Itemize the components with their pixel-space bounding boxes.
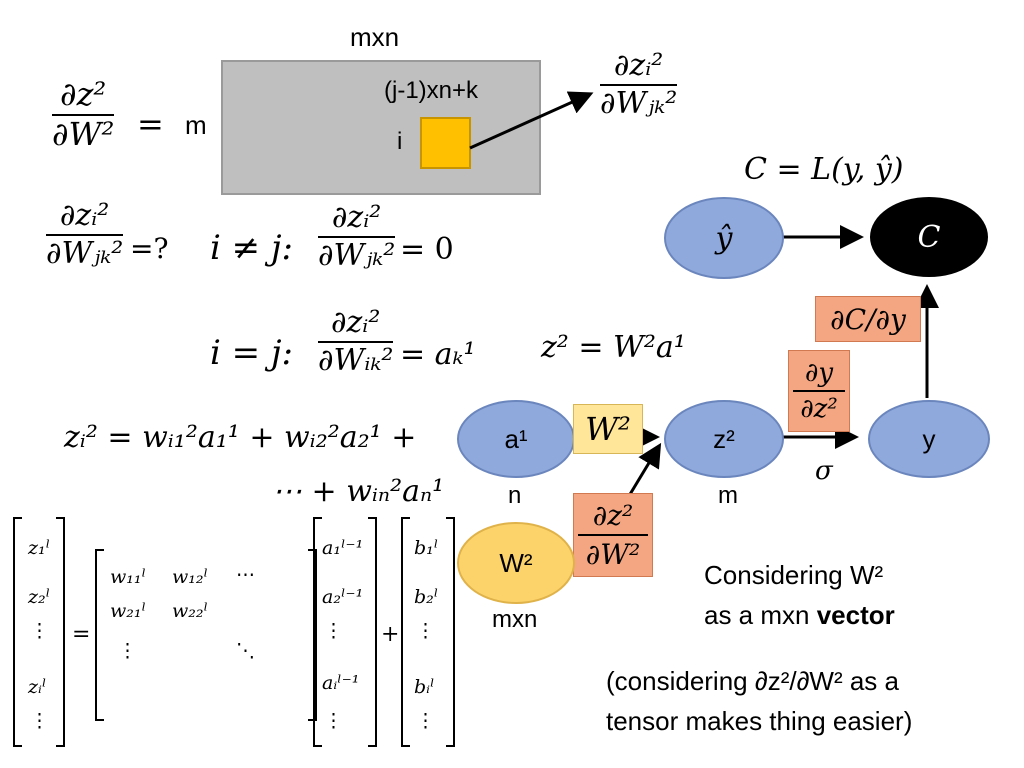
note-line3: (considering ∂z²/∂W² as a <box>606 666 899 696</box>
column-index-label: (j-1)xn+k <box>384 77 479 104</box>
fraction-bar <box>793 390 845 392</box>
mxn-dimension-label: mxn <box>492 606 538 633</box>
z-vector-entry-4: zᵢˡ <box>28 676 47 698</box>
fraction-bar <box>600 83 678 86</box>
a-vector-entry-3: ⋮ <box>324 620 343 642</box>
jacobian-matrix-box <box>221 60 541 195</box>
case-i-neq-j-label: i ≠ j: <box>210 228 293 268</box>
fraction-denominator: ∂Wⱼₖ² <box>318 237 396 273</box>
fraction-bar <box>52 113 115 116</box>
fraction-numerator: ∂zᵢ² <box>613 48 664 83</box>
fraction-denominator: ∂Wⱼₖ² <box>46 235 124 271</box>
n-dimension-label: n <box>508 482 522 509</box>
cost-definition: C = L(y, ŷ) <box>744 152 904 187</box>
matrix-cell-highlight <box>420 117 471 169</box>
dz-dW-fraction: ∂z² ∂W² <box>52 75 115 153</box>
matrix-equals-sign: = <box>72 622 91 647</box>
b-vector-entry-2: b₂ˡ <box>414 586 439 608</box>
fraction-denominator: ∂Wᵢₖ² <box>318 342 394 378</box>
z-vector-entry-3: ⋮ <box>30 620 49 642</box>
equals-sign: = <box>137 105 164 143</box>
sigma-label: σ <box>815 456 833 486</box>
cost-node: C <box>870 197 988 277</box>
a-vector-entry-5: ⋮ <box>324 710 343 732</box>
fraction-bar <box>578 534 648 536</box>
dC-dy-box: ∂C/∂y <box>815 296 921 342</box>
fraction-bar <box>46 233 124 236</box>
case-neq-fraction: ∂zᵢ² ∂Wⱼₖ² <box>318 200 396 273</box>
dy-dz-box: ∂y ∂z² <box>788 350 850 432</box>
case-neq-result: = 0 <box>400 232 454 267</box>
W2-weight-label: W² <box>585 410 631 448</box>
sum-expansion-line2: ⋯ + wᵢₙ²aₙ¹ <box>272 474 445 509</box>
y-hat-node: ŷ <box>664 197 784 279</box>
w-matrix-entry-21: w₂₁ˡ <box>110 600 147 622</box>
fraction-denominator: ∂z² <box>800 394 838 424</box>
w-matrix-row1-dots: ⋯ <box>236 564 255 586</box>
W2-weight-box: W² <box>573 404 643 454</box>
fraction-denominator: ∂Wⱼₖ² <box>600 85 678 121</box>
sum-expansion-line1: zᵢ² = wᵢ₁²a₁¹ + wᵢ₂²a₂¹ + <box>64 420 417 455</box>
fraction-numerator: ∂z² <box>60 75 107 113</box>
question-mark-equals: =? <box>130 232 169 265</box>
matrix-plus-sign: + <box>381 622 400 647</box>
z-vector-entry-1: z₁ˡ <box>28 537 51 559</box>
m-dimension-label: m <box>718 482 738 509</box>
z2-node: z² <box>664 400 784 478</box>
dzi-dWjk-fraction-top: ∂zᵢ² ∂Wⱼₖ² <box>600 48 678 121</box>
b-vector-entry-3: ⋮ <box>416 620 435 642</box>
dzi-dWjk-question-fraction: ∂zᵢ² ∂Wⱼₖ² <box>46 198 124 271</box>
matrix-brackets <box>13 517 455 747</box>
fraction-numerator: ∂z² <box>592 499 634 532</box>
matrix-row-label: m <box>185 110 207 140</box>
W2-node: W² <box>457 522 575 604</box>
fraction-denominator: ∂W² <box>585 538 641 571</box>
case-eq-fraction: ∂zᵢ² ∂Wᵢₖ² <box>318 305 394 378</box>
case-eq-result: = aₖ¹ <box>400 337 476 372</box>
fraction-bar <box>318 235 396 238</box>
case-i-eq-j-label: i = j: <box>210 333 293 373</box>
b-vector-entry-1: b₁ˡ <box>414 537 439 559</box>
a-vector-entry-4: aᵢˡ⁻¹ <box>322 672 360 694</box>
fraction-bar <box>318 340 394 343</box>
note-line1: Considering W² <box>704 560 884 590</box>
fraction-numerator: ∂zᵢ² <box>331 200 382 235</box>
b-vector-entry-5: ⋮ <box>416 710 435 732</box>
y-node: y <box>868 400 990 478</box>
dC-dy-label: ∂C/∂y <box>830 302 906 336</box>
note-line2-bold: vector <box>816 600 895 630</box>
row-index-label: i <box>397 128 403 155</box>
fraction-numerator: ∂y <box>804 358 834 388</box>
z-vector-entry-2: z₂ˡ <box>28 586 51 608</box>
a-vector-entry-1: a₁ˡ⁻¹ <box>322 537 364 559</box>
note-line4: tensor makes thing easier) <box>606 706 913 736</box>
w-matrix-entry-11: w₁₁ˡ <box>110 566 147 588</box>
b-vector-entry-4: bᵢˡ <box>414 676 435 698</box>
note-line2-text: as a mxn <box>704 600 817 630</box>
a-vector-entry-2: a₂ˡ⁻¹ <box>322 586 364 608</box>
w-matrix-vdots: ⋮ <box>118 640 137 662</box>
w-matrix-entry-22: w₂₂ˡ <box>172 600 209 622</box>
dz-dW-box: ∂z² ∂W² <box>573 493 653 577</box>
w-matrix-ddots: ⋱ <box>236 640 255 662</box>
note-line2: as a mxn vector <box>704 600 895 631</box>
z-vector-entry-5: ⋮ <box>30 710 49 732</box>
w-matrix-entry-12: w₁₂ˡ <box>172 566 209 588</box>
a1-node: a¹ <box>457 400 575 478</box>
matrix-size-label: mxn <box>350 22 400 52</box>
fraction-numerator: ∂zᵢ² <box>59 198 110 233</box>
fraction-denominator: ∂W² <box>52 114 115 153</box>
z-definition: z² = W²a¹ <box>541 330 686 365</box>
fraction-numerator: ∂zᵢ² <box>330 305 381 340</box>
